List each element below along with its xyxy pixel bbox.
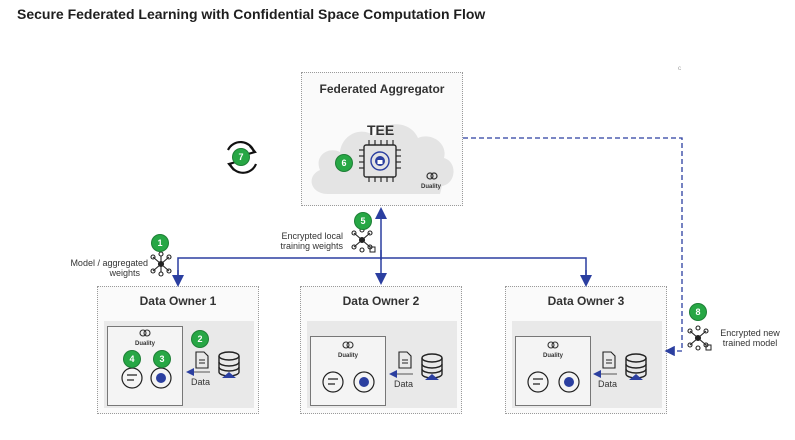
document-icon xyxy=(602,351,616,369)
owner-1-internals xyxy=(121,329,240,389)
step-badge-4: 4 xyxy=(124,351,140,367)
data-owner-1-title: Data Owner 1 xyxy=(139,294,217,308)
document-icon xyxy=(195,351,209,369)
chip-icon xyxy=(359,140,401,182)
encrypted-new-line-2: trained model xyxy=(722,338,778,348)
encrypted-local-line-2: training weights xyxy=(280,241,343,251)
owner-1-data-label: Data xyxy=(191,377,211,387)
duality-logo-icon xyxy=(139,329,151,337)
encrypted-new-line-1: Encrypted new xyxy=(720,328,780,338)
encrypted-model-icon xyxy=(150,367,172,389)
encrypted-model-icon xyxy=(353,371,375,393)
sync-icon xyxy=(227,140,258,174)
duality-logo-icon xyxy=(547,341,559,349)
dashed-return-arrow xyxy=(463,137,683,357)
encrypted-model-icon xyxy=(558,371,580,393)
data-owner-1-enclave xyxy=(107,326,183,406)
model-box-icon xyxy=(527,371,549,393)
model-aggregated-label: Model / aggregated weights xyxy=(68,258,148,278)
data-owner-2-title: Data Owner 2 xyxy=(342,294,420,308)
model-aggregated-line-2: weights xyxy=(109,268,140,278)
network-icon-encrypted-new xyxy=(687,325,712,351)
model-aggregated-line-1: Model / aggregated xyxy=(70,258,148,268)
network-icon-encrypted-local xyxy=(351,227,376,253)
step-badge-3: 3 xyxy=(154,351,170,367)
aggregator-title: Federated Aggregator xyxy=(319,82,445,96)
data-owner-3-title: Data Owner 3 xyxy=(547,294,625,308)
owner-3-brand: Duality xyxy=(543,353,564,359)
tee-label: TEE xyxy=(367,122,395,138)
owner-3-internals xyxy=(527,341,647,393)
page-title: Secure Federated Learning with Confident… xyxy=(17,6,486,22)
duality-logo-icon xyxy=(342,341,354,349)
step-badge-6: 6 xyxy=(336,155,352,171)
encrypted-local-label: Encrypted local training weights xyxy=(267,231,343,251)
database-icon xyxy=(218,351,240,378)
model-box-icon xyxy=(322,371,344,393)
corner-mark: ᶜ xyxy=(678,64,682,74)
encrypted-new-label: Encrypted new trained model xyxy=(716,328,784,348)
owner-2-brand: Duality xyxy=(338,353,359,359)
model-box-icon xyxy=(121,367,143,389)
document-icon xyxy=(398,351,412,369)
owner-2-data-label: Data xyxy=(394,379,414,389)
step-badge-5: 5 xyxy=(355,213,371,229)
aggregator-brand: Duality xyxy=(421,184,442,190)
step-badge-7: 7 xyxy=(233,149,249,165)
owner-2-internals xyxy=(322,341,443,393)
lock-icon xyxy=(375,156,385,166)
database-icon xyxy=(625,353,647,380)
owner-3-data-label: Data xyxy=(598,379,618,389)
encrypted-local-line-1: Encrypted local xyxy=(281,231,343,241)
database-icon xyxy=(421,353,443,380)
owner-1-brand: Duality xyxy=(135,341,156,347)
duality-logo-icon xyxy=(426,172,438,180)
network-icon-model xyxy=(150,251,172,277)
step-badge-2: 2 xyxy=(192,331,208,347)
distribution-line xyxy=(177,257,587,282)
step-badge-1: 1 xyxy=(152,235,168,251)
step-badge-8: 8 xyxy=(690,304,706,320)
